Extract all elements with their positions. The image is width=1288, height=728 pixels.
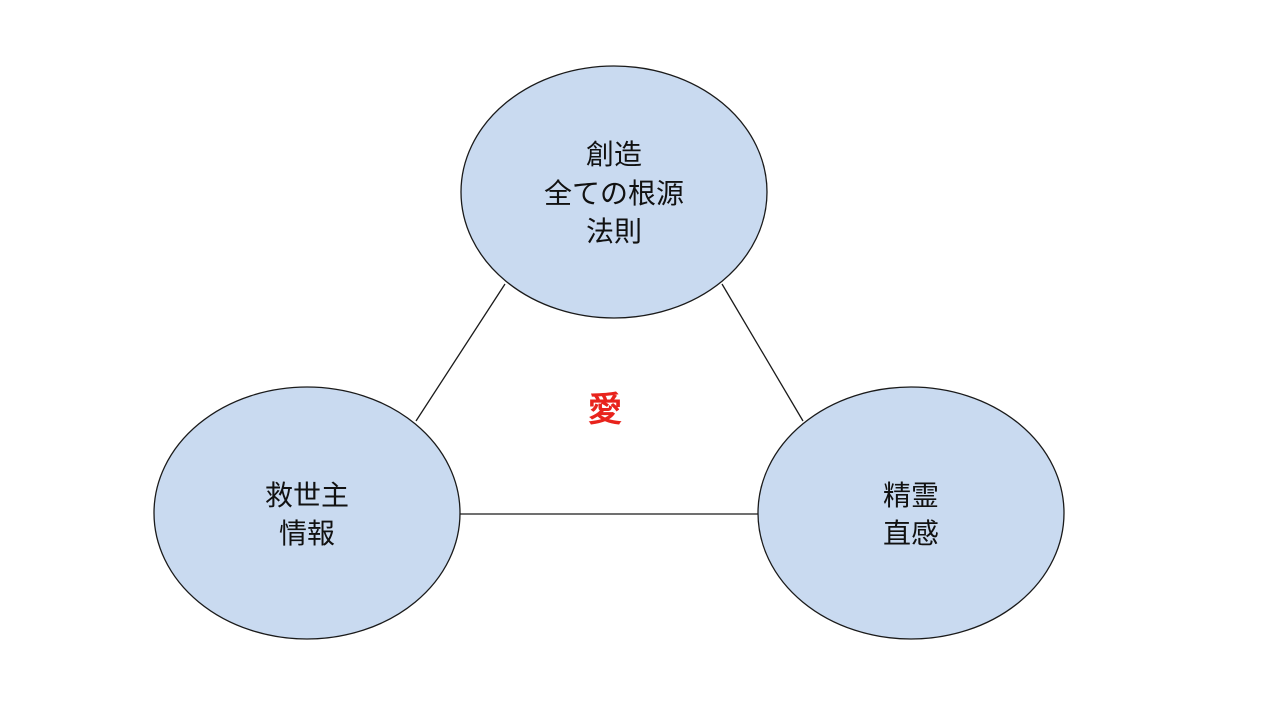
node-left-line-1: 救世主 <box>265 479 349 512</box>
node-top-line-2: 全ての根源 <box>544 177 684 210</box>
node-left-ellipse <box>153 386 461 640</box>
node-right-ellipse <box>757 386 1065 640</box>
node-right: 精霊 直感 <box>757 386 1065 640</box>
edge-top-right <box>721 283 804 422</box>
node-left-line-2: 情報 <box>279 517 335 550</box>
node-right-line-1: 精霊 <box>883 479 939 512</box>
node-right-line-2: 直感 <box>883 517 939 550</box>
node-top-ellipse <box>460 65 768 319</box>
node-left: 救世主 情報 <box>153 386 461 640</box>
node-top-line-3: 法則 <box>586 215 642 248</box>
node-top: 創造 全ての根源 法則 <box>460 65 768 319</box>
edge-top-left <box>415 283 506 422</box>
node-top-line-1: 創造 <box>586 138 642 171</box>
center-label: 愛 <box>588 390 622 430</box>
